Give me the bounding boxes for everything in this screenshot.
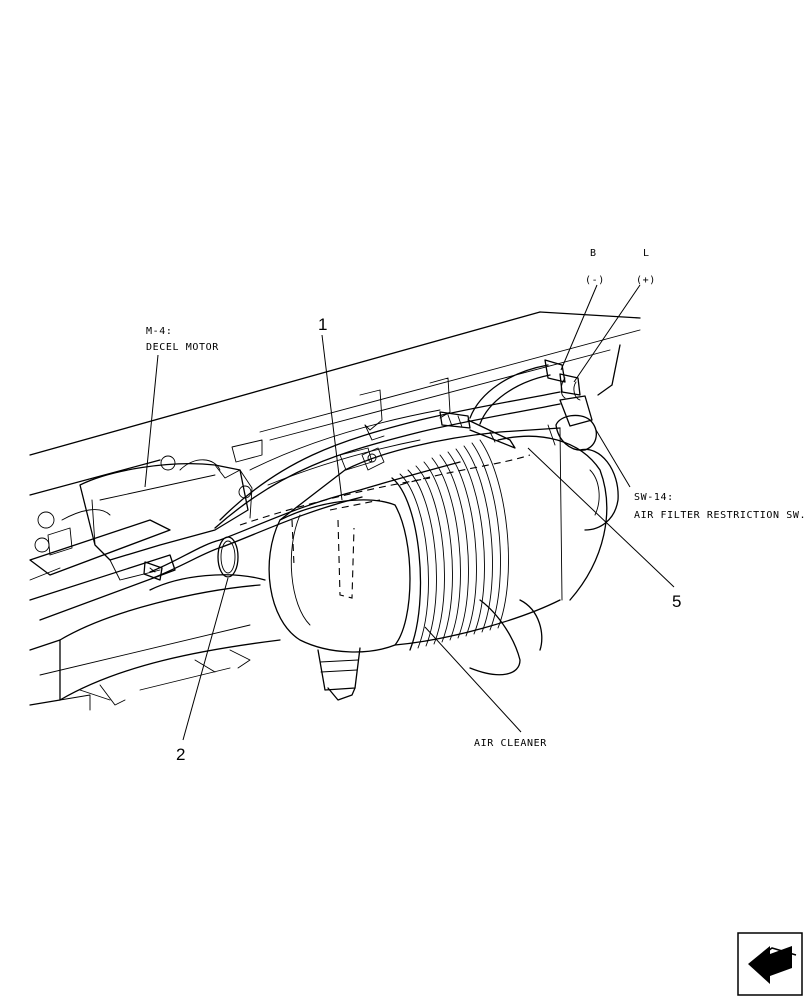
decel-motor-name: DECEL MOTOR: [146, 342, 219, 353]
wire-harness: [143, 359, 581, 581]
clamp-ring: [217, 536, 239, 578]
switch-code: SW-14:: [634, 492, 674, 503]
chassis-frame: [29, 311, 641, 496]
labels: 1 2 5 M-4: DECEL MOTOR SW-14: AIR FILTER…: [146, 248, 806, 764]
callout-2: 2: [176, 745, 185, 764]
rail-brackets: [231, 377, 451, 471]
wire-b-polarity: (-): [585, 275, 605, 286]
air-cleaner: [268, 427, 619, 701]
next-page-arrow-icon[interactable]: [737, 932, 803, 996]
callout-1: 1: [318, 315, 327, 334]
switch-name: AIR FILTER RESTRICTION SW.: [634, 510, 806, 521]
restriction-switch: [547, 377, 597, 451]
wire-l-polarity: (+): [636, 275, 656, 286]
wire-b-label: B: [590, 248, 597, 259]
decel-motor-code: M-4:: [146, 326, 172, 337]
wire-l-label: L: [643, 248, 650, 259]
decel-motor: [61, 455, 253, 581]
leader-lines: [144, 284, 675, 741]
air-cleaner-label: AIR CLEANER: [474, 738, 547, 749]
lower-structure: [29, 511, 281, 711]
callout-5: 5: [672, 592, 681, 611]
tubing: [214, 391, 561, 529]
